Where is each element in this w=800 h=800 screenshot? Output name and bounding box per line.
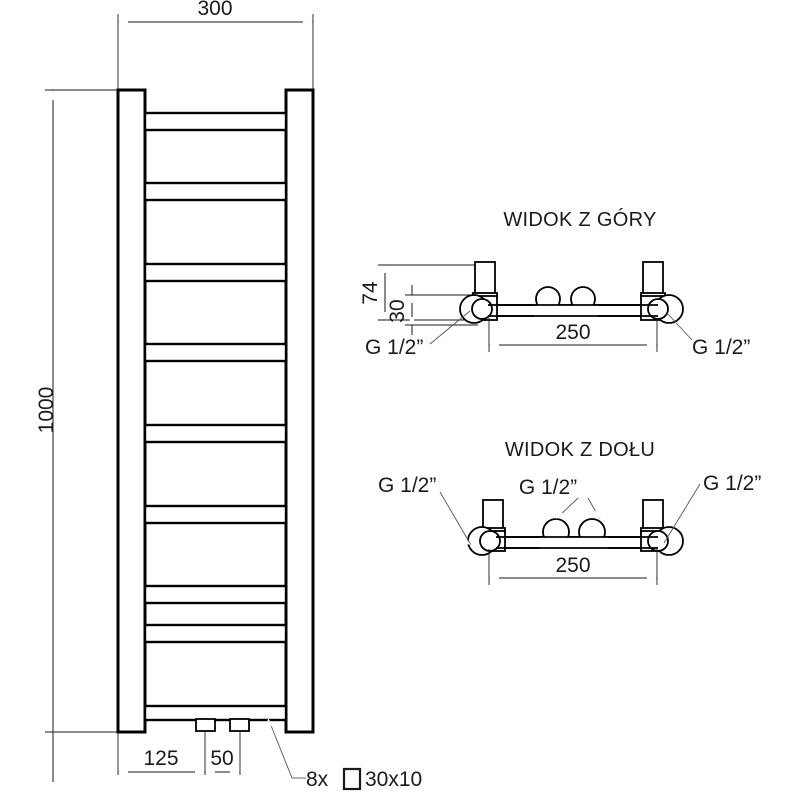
radiator-rung (143, 584, 288, 605)
connection-label-right-top: G 1/2” (692, 336, 750, 359)
bottom-view-connection-left: G 1/2” (378, 474, 472, 546)
rung-note-group: 8x 30x10 (306, 767, 422, 791)
valve-port-left-bottom (479, 530, 501, 552)
leader-line-left-thread-top (429, 310, 471, 345)
dimension-label-width: 300 (197, 0, 232, 20)
arrowhead-top-74 (381, 265, 389, 273)
boss-mask-bottom (540, 537, 608, 549)
bottom-view-right-valve (640, 499, 684, 556)
square-profile-symbol-icon (342, 767, 362, 791)
top-view-group: WIDOK Z GÓRY 74 30 (359, 208, 750, 359)
radiator-rung (143, 111, 288, 132)
radiator-rung (143, 342, 288, 363)
valve-port-left (471, 298, 493, 320)
leader-line-right-thread-bottom (663, 483, 701, 544)
arrowhead-left-250-top (489, 341, 499, 349)
dimension-label-offset: 125 (143, 747, 178, 770)
top-view-left-valve (459, 261, 498, 324)
dimension-250-bottom: 250 (489, 554, 657, 582)
rung-note-leader (266, 717, 306, 779)
top-view-right-valve (640, 261, 684, 324)
dimension-label-span-bottom: 250 (555, 554, 590, 577)
arrowhead-right-125 (195, 768, 205, 776)
dimension-50: 50 (205, 747, 240, 776)
arrowhead-left-50 (205, 768, 215, 776)
arrowhead-right-50 (230, 768, 240, 776)
dimension-30: 30 (386, 285, 416, 335)
arrowhead-top-1000 (49, 90, 57, 100)
dimension-label-height: 1000 (35, 387, 58, 434)
dimension-74: 74 (359, 265, 389, 320)
connection-label-center-bottom: G 1/2” (519, 476, 577, 499)
bottom-view-title: WIDOK Z DOŁU (505, 439, 655, 461)
arrowhead-left-thread-bottom (462, 536, 471, 545)
top-view-connection-left: G 1/2” (365, 310, 471, 359)
front-view-group: 300 1000 (35, 0, 422, 791)
dimension-250-top: 250 (489, 321, 657, 349)
radiator-rung (143, 262, 288, 283)
valve-port-right (647, 298, 669, 320)
radiator-left-rail (116, 88, 147, 734)
top-view-connection-right: G 1/2” (666, 312, 750, 359)
arrowhead-center-right (594, 508, 600, 519)
top-view-title: WIDOK Z GÓRY (503, 208, 656, 231)
arrowhead-center-left (556, 509, 564, 519)
arrowhead-bottom-30 (408, 317, 416, 325)
leader-line-rung (267, 717, 293, 779)
leader-line-left-thread-bottom (439, 491, 472, 546)
radiator-rung (143, 623, 288, 644)
radiator-rung (143, 504, 288, 525)
arrowhead-bottom-74 (381, 312, 389, 320)
valve-body-left (474, 261, 496, 295)
leader-line-right-thread-top (666, 312, 693, 341)
connection-label-right-bottom: G 1/2” (703, 472, 761, 495)
bottom-connection-stub-right (229, 718, 250, 732)
radiator-bottom-bar (143, 704, 288, 722)
arrowhead-right-300 (303, 18, 313, 26)
dimension-300: 300 (118, 0, 313, 26)
bottom-view-group: WIDOK Z DOŁU (378, 439, 761, 585)
dimension-1000: 1000 (35, 90, 58, 782)
arrowhead-right-250-top (647, 341, 657, 349)
dimension-label-pipe: 30 (386, 299, 409, 322)
arrowhead-left-125 (118, 768, 128, 776)
radiator-right-rail (284, 88, 315, 734)
rung-count-label: 8x (306, 768, 329, 791)
radiator-rung (143, 423, 288, 444)
arrowhead-left-300 (118, 18, 128, 26)
valve-body-right (642, 261, 664, 295)
arrowhead-rung-leader (266, 718, 273, 729)
bottom-view-connection-center: G 1/2” (519, 476, 601, 520)
valve-port-right-bottom (647, 530, 669, 552)
connection-label-left-bottom: G 1/2” (378, 474, 436, 497)
connection-label-left-top: G 1/2” (365, 336, 423, 359)
bottom-view-connection-right: G 1/2” (663, 472, 761, 544)
arrowhead-right-250-bottom (647, 574, 657, 582)
dimension-125: 125 (118, 747, 205, 776)
bottom-connection-stub-left (195, 718, 216, 732)
dimension-label-spacing: 50 (210, 747, 233, 770)
rung-profile-label: 30x10 (365, 768, 422, 791)
bottom-view-left-valve (467, 499, 506, 556)
boss-mask (534, 305, 598, 317)
dimension-label-span-top: 250 (555, 321, 590, 344)
arrowhead-left-250-bottom (489, 574, 499, 582)
arrowhead-top-30 (408, 295, 416, 303)
dimension-label-depth: 74 (359, 281, 382, 305)
radiator-rung (143, 181, 288, 202)
